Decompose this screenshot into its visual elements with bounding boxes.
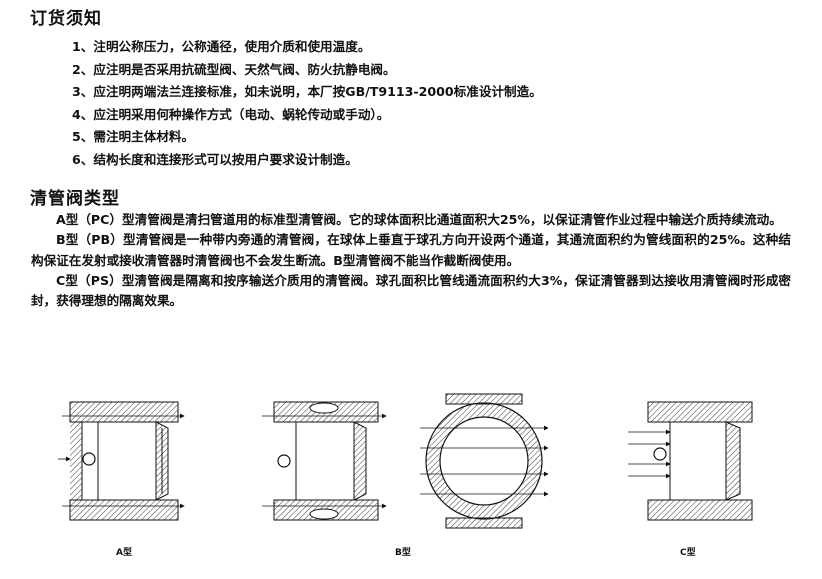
caption-type-c: C型 [680,548,696,558]
valve-type-a-diagram [58,401,185,521]
type-a-paragraph: A型（PC）型清管阀是清扫管道用的标准型清管阀。它的球体面积比通道面积大25%，… [56,212,782,227]
order-note-item: 5、需注明主体材料。 [72,129,195,145]
valve-types-title: 清管阀类型 [30,189,120,209]
order-notes-list: 1、注明公称压力，公称通径，使用介质和使用温度。 2、应注明是否采用抗硫型阀、天… [72,36,542,172]
caption-type-a: A型 [116,548,132,558]
order-notes-title: 订货须知 [30,9,102,29]
order-note-item: 3、应注明两端法兰连接标准，如未说明，本厂按GB/T9113-2000标准设计制… [72,84,542,100]
valve-type-c-diagram [628,401,753,521]
order-note-item: 4、应注明采用何种操作方式（电动、蜗轮传动或手动）。 [72,106,390,122]
valve-ball-section-diagram [420,393,548,529]
type-b-paragraph: B型（PB）型清管阀是一种带内旁通的清管阀，在球体上垂直于球孔方向开设两个通道，… [31,232,791,268]
valve-types-text: A型（PC）型清管阀是清扫管道用的标准型清管阀。它的球体面积比通道面积大25%，… [31,210,791,311]
caption-type-b: B型 [395,548,411,558]
order-note-item: 2、应注明是否采用抗硫型阀、天然气阀、防火抗静电阀。 [72,61,396,77]
type-c-paragraph: C型（PS）型清管阀是隔离和按序输送介质用的清管阀。球孔面积比管线通流面积约大3… [31,272,791,309]
valve-type-b-diagram [262,401,387,521]
order-note-item: 6、结构长度和连接形式可以按用户要求设计制造。 [72,151,358,167]
order-note-item: 1、注明公称压力，公称通径，使用介质和使用温度。 [72,39,371,54]
